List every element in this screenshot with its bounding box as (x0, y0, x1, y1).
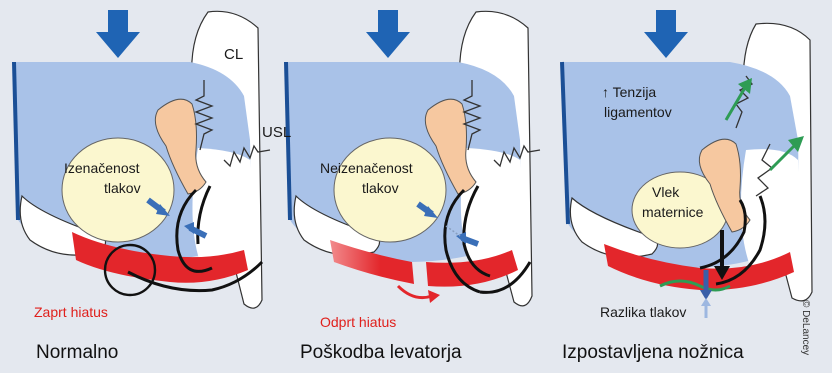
curved-arrow-icon (398, 286, 432, 298)
label-uterine-pull-2: maternice (642, 204, 703, 220)
panel-exposed-vagina (562, 10, 812, 318)
panel-levator-damage (286, 10, 540, 306)
status-label-closed-hiatus: Zaprt hiatus (34, 304, 108, 320)
down-arrow-icon (644, 10, 688, 58)
label-ligament-tension: ↑ Tenzija (602, 84, 656, 100)
caption-exposed-vagina: Izpostavljena nožnica (562, 342, 744, 364)
label-pressure-difference: Razlika tlakov (600, 304, 686, 320)
status-label-open-hiatus: Odprt hiatus (320, 314, 396, 330)
label-pressure-unequal-2: tlakov (362, 180, 399, 196)
label-usl: USL (262, 124, 291, 141)
caption-levator-damage: Poškodba levatorja (300, 342, 462, 364)
credit-label: © DeLancey (800, 300, 811, 355)
label-cl: CL (224, 46, 243, 63)
label-uterine-pull: Vlek (652, 184, 679, 200)
caption-normal: Normalno (36, 342, 118, 364)
label-ligament-tension-2: ligamentov (604, 104, 672, 120)
down-arrow-icon (96, 10, 140, 58)
label-pressure-equal: Izenačenost (64, 160, 140, 176)
label-pressure-unequal: Neizenačenost (320, 160, 413, 176)
label-pressure-equal-2: tlakov (104, 180, 141, 196)
down-arrow-icon (366, 10, 410, 58)
